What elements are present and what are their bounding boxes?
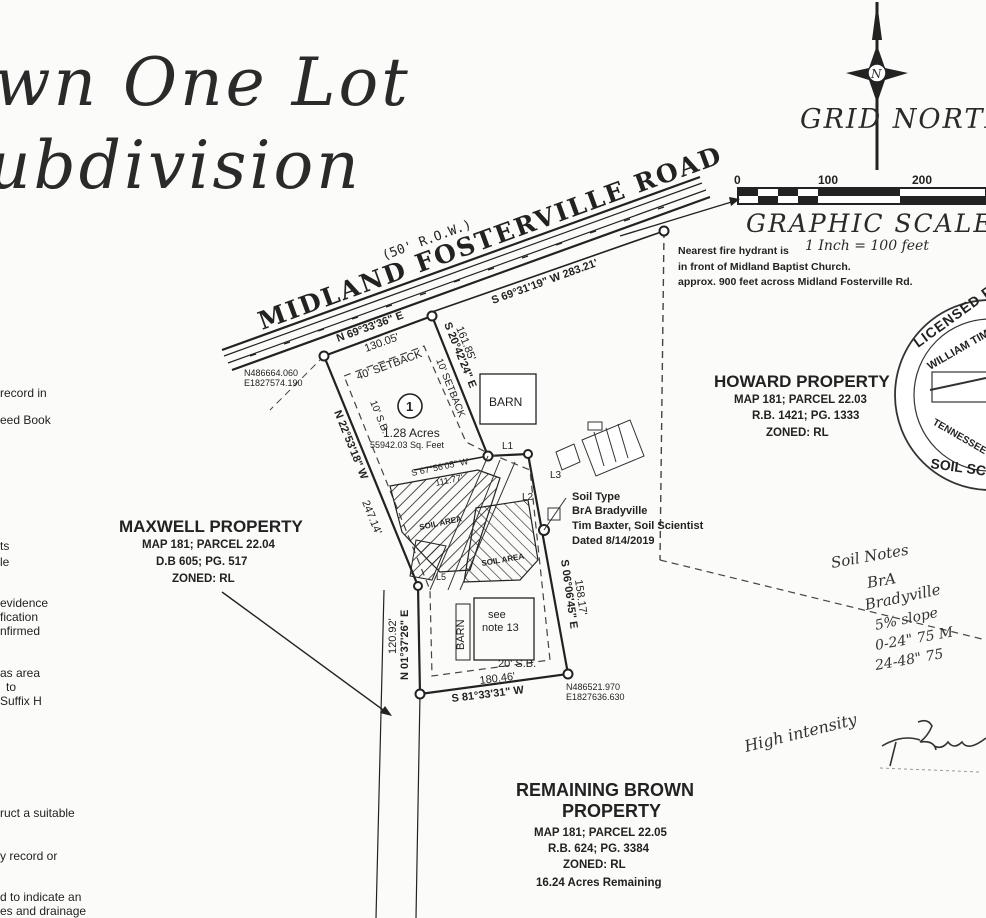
howard-zoned: ZONED: RL [766,427,829,439]
left-note-2: eed Book [0,413,52,427]
scale-tick-100: 100 [818,173,838,187]
maxwell-book: D.B 605; PG. 517 [156,556,247,568]
howard-map: MAP 181; PARCEL 22.03 [734,394,867,406]
left-note-5: evidence [0,596,48,610]
left-note-6: fication [0,610,38,624]
barn-north-outline [479,373,537,425]
see-note-label: see [488,609,506,621]
plat-title-line1: wn One Lot [0,44,411,121]
hydrant-note-3: approx. 900 feet across Midland Fostervi… [678,276,913,288]
howard-name: HOWARD PROPERTY [714,372,890,391]
soil-note-1: Soil Type [572,491,620,503]
graphic-scale-bar [737,187,986,205]
soil-note-2: BrA Bradyville [572,505,647,517]
lot-number-marker [397,393,423,419]
left-note-9: to [6,680,16,694]
left-note-8: as area [0,666,40,680]
lot-number: 1 [406,399,413,414]
distance-south: 180.46' [479,671,516,687]
left-note-13: d to indicate an [0,890,81,904]
coord-se-n: N486521.970 [566,682,620,692]
left-note-1: record in [0,386,47,400]
remaining-zoned: ZONED: RL [563,859,626,871]
soil-note-4: Dated 8/14/2019 [572,535,655,547]
remaining-acres: 16.24 Acres Remaining [536,877,662,889]
maxwell-name: MAXWELL PROPERTY [119,517,304,536]
grid-north-label: GRID NORTH [800,104,986,135]
left-note-3: ts [0,539,9,553]
soil-scientist-seal [894,299,986,491]
plat-title-line2: ubdivision [0,127,362,204]
coord-se-e: E1827636.630 [566,692,625,702]
left-note-4: le [0,555,10,569]
setback-rear: 20' S.B. [498,658,536,670]
hand-soil-notes: Soil Notes [830,541,911,572]
scale-tick-200: 200 [912,173,932,187]
maxwell-zoned: ZONED: RL [172,573,235,585]
left-note-14: es and drainage [0,904,86,918]
lot-1-boundary [318,225,670,700]
line-tag-l5: L5 [436,572,446,582]
handwritten-signature [879,719,986,773]
left-note-11: ruct a suitable [0,806,75,820]
hand-bra: BrA [865,569,898,592]
remaining-name-2: PROPERTY [562,801,661,821]
soil-note-3: Tim Baxter, Soil Scientist [572,520,704,532]
soil-area-hatch [389,469,539,583]
maxwell-arrow-icon [221,591,392,716]
north-arrow-letter: N [870,67,882,81]
lot-sqft: 55942.03 Sq. Feet [370,440,445,450]
remaining-name-1: REMAINING BROWN [516,780,694,800]
distance-west-side: 247.14' [359,499,384,537]
leader-arrow-icon [619,197,740,237]
hand-intensity: High intensity [741,709,859,756]
coord-nw-n: N486664.060 [244,368,298,378]
line-tag-l1: L1 [502,441,514,452]
left-note-12: y record or [0,849,57,863]
coord-nw-e: E1827574.190 [244,378,303,388]
graphic-scale-ratio: 1 Inch = 100 feet [805,238,929,254]
hydrant-note-1: Nearest fire hydrant is [678,245,789,257]
remaining-map: MAP 181; PARCEL 22.05 [534,827,668,839]
remaining-book: R.B. 624; PG. 3384 [548,843,650,855]
barn-north-label: BARN [489,395,522,409]
graphic-scale-label: GRAPHIC SCALE [746,209,986,238]
midland-fosterville-road [221,175,711,372]
line-tag-l3: L3 [550,470,562,481]
distance-south-west: 120.92' [387,618,399,654]
line-tag-l2: L2 [522,492,534,503]
barn-south-label: BARN [455,619,467,650]
setback-side-west: 10' S.B. [367,399,390,435]
howard-book: R.B. 1421; PG. 1333 [752,410,859,422]
north-arrow-icon [846,2,908,170]
lot-acres: 1.28 Acres [383,426,440,440]
left-note-7: nfirmed [0,624,40,638]
maxwell-map: MAP 181; PARCEL 22.04 [142,539,276,551]
distance-east-long: 158.17' [572,579,589,616]
setback-front: 40' SETBACK [355,348,424,383]
barn-south-shed [455,603,471,661]
bearing-south-west: N 01°37'26" E [399,610,411,680]
hydrant-note-2: in front of Midland Baptist Church. [678,261,851,273]
barn-south-outline [473,597,535,661]
bearing-front-east: S 69°31'19" W 283.21' [490,257,600,307]
scale-tick-0: 0 [734,173,741,187]
note-13-label: note 13 [482,622,519,634]
left-note-10: Suffix H [0,694,42,708]
